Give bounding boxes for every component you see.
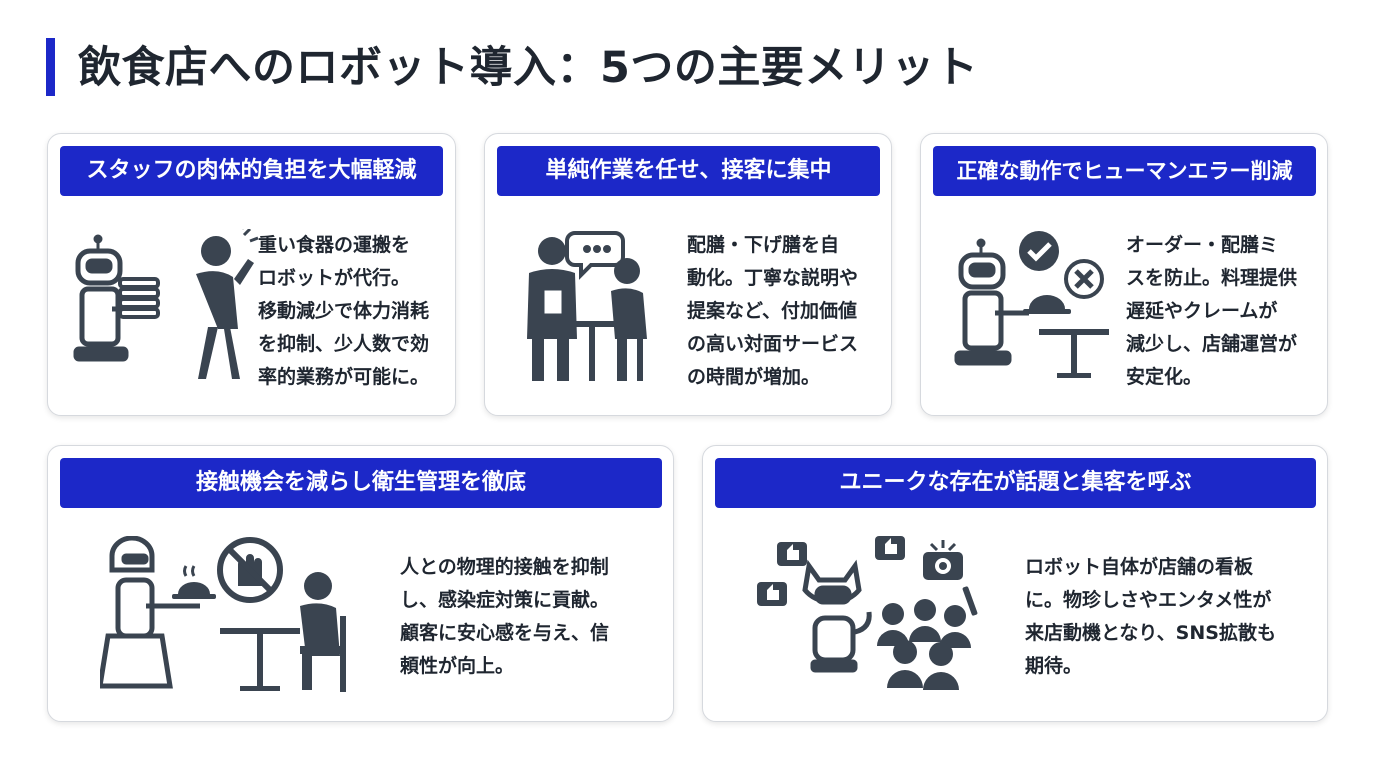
robot-icon xyxy=(954,238,1029,366)
customer-icon xyxy=(611,258,647,381)
hygiene-illustration xyxy=(100,536,360,701)
robot-icon xyxy=(100,536,200,689)
like-icon xyxy=(757,536,905,606)
card-header: 接触機会を減らし衛生管理を徹底 xyxy=(60,458,662,508)
error-reduction-illustration xyxy=(949,229,1129,389)
speech-bubble-icon xyxy=(565,231,625,280)
card-body-text: ロボット自体が店舗の看板 に。物珍しさやエンタメ性が 来店動機となり、SNS拡散… xyxy=(1025,556,1276,677)
cloche-icon xyxy=(172,565,216,599)
table-icon xyxy=(562,321,622,381)
check-icon xyxy=(1019,231,1059,271)
tired-staff-icon xyxy=(196,229,259,379)
benefit-card-2: 単純作業を任せ、接客に集中 xyxy=(484,133,892,416)
title-accent-bar xyxy=(46,38,55,96)
table-icon xyxy=(220,628,300,691)
staff-burden-illustration xyxy=(68,229,268,389)
card-body-text: 人との物理的接触を抑制 し、感染症対策に貢献。 顧客に安心感を与え、信 頼性が向… xyxy=(400,556,610,677)
cat-robot-icon xyxy=(802,559,872,673)
cross-icon xyxy=(1064,259,1104,299)
customer-service-illustration xyxy=(507,229,687,389)
customer-icon xyxy=(300,572,346,692)
page-title: 飲食店へのロボット導入：5つの主要メリット xyxy=(78,43,979,93)
no-touch-icon xyxy=(217,537,283,603)
card-header: 単純作業を任せ、接客に集中 xyxy=(497,146,880,196)
crowd-icon xyxy=(877,586,978,690)
card-body-text: 重い食器の運搬を ロボットが代行。 移動減少で体力消耗 を抑制、少人数で効 率的… xyxy=(258,234,430,388)
card-header: 正確な動作でヒューマンエラー削減 xyxy=(933,146,1316,196)
card-body-text: オーダー・配膳ミ スを防止。料理提供 遅延やクレームが 減少し、店舗運営が 安定… xyxy=(1126,234,1298,388)
table-icon xyxy=(1039,329,1109,378)
benefit-card-1: スタッフの肉体的負担を大幅軽減 xyxy=(47,133,456,416)
benefit-card-5: ユニークな存在が話題と集客を呼ぶ xyxy=(702,445,1328,722)
camera-icon xyxy=(923,540,963,580)
card-header: スタッフの肉体的負担を大幅軽減 xyxy=(60,146,443,196)
card-body-text: 配膳・下げ膳を自 動化。丁寧な説明や 提案など、付加価値 の高い対面サービス の… xyxy=(687,234,859,388)
benefit-card-4: 接触機会を減らし衛生管理を徹底 xyxy=(47,445,674,722)
card-header: ユニークな存在が話題と集客を呼ぶ xyxy=(715,458,1316,508)
attraction-illustration xyxy=(755,536,985,701)
plate-stack-icon xyxy=(118,277,160,319)
cloche-icon xyxy=(1023,295,1071,314)
benefit-card-3: 正確な動作でヒューマンエラー削減 xyxy=(920,133,1328,416)
robot-icon xyxy=(73,234,148,362)
